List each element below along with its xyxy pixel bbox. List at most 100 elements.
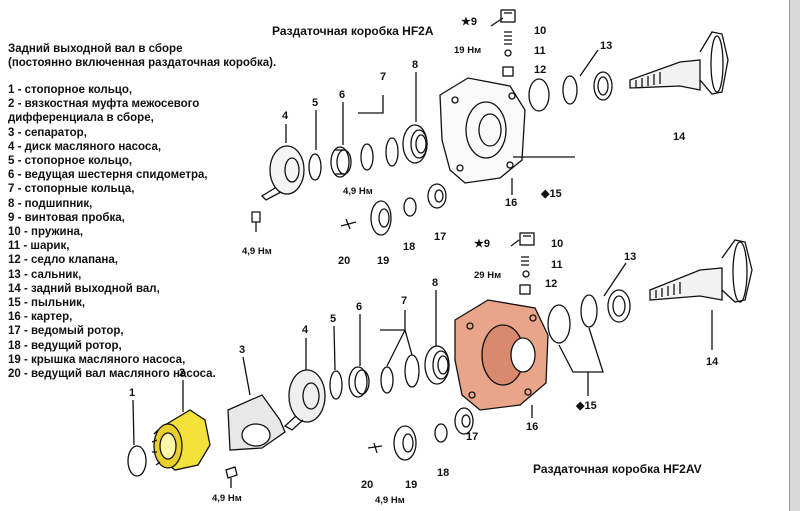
callout-13: 13 (600, 40, 612, 52)
bottom-dust-cover (547, 304, 571, 344)
legend-item: 5 - стопорное кольцо, (8, 155, 133, 168)
callout-10: 10 (534, 25, 546, 37)
callout-9: ★9 (474, 238, 490, 250)
bottom-bearing (424, 345, 450, 385)
callout-11: 11 (551, 259, 563, 271)
callout-5: 5 (330, 313, 336, 325)
callout-7: 7 (401, 295, 407, 307)
bottom-rear-output-shaft (649, 239, 753, 303)
legend-item: 18 - ведущий ротор, (8, 339, 122, 352)
top-ball (504, 49, 512, 57)
callout-9: ★9 (461, 16, 477, 28)
bottom-speedo-gear (348, 366, 370, 398)
callout-16: 16 (526, 421, 538, 433)
parts-legend: 1 - стопорное кольцо, 2 - вязкостная муф… (8, 83, 216, 381)
bottom-circlip (127, 445, 147, 477)
legend-item: 1 - стопорное кольцо, (8, 84, 133, 96)
bottom-pump-shaft (367, 442, 383, 454)
bottom-pump-cover (393, 425, 417, 461)
callout-18: 18 (403, 241, 415, 253)
torque-bolt: 4,9 Нм (212, 493, 242, 504)
top-driven-rotor (427, 183, 447, 209)
legend-item: 4 - диск масляного насоса, (8, 140, 162, 153)
legend-item: 8 - подшипник, (8, 197, 93, 210)
bottom-valve-seat (519, 284, 531, 295)
bottom-drive-rotor (434, 423, 448, 443)
callout-14: 14 (673, 131, 686, 143)
legend-item: 3 - сепаратор, (8, 126, 87, 139)
callout-19: 19 (405, 479, 417, 491)
top-case (439, 77, 526, 184)
top-pump-cover (370, 200, 392, 236)
bottom-snap-ring (404, 354, 420, 388)
legend-item: 10 - пружина, (8, 226, 84, 239)
torque-bolt: 4,9 Нм (242, 246, 272, 257)
callout-10: 10 (551, 238, 563, 250)
torque-9: 29 Нм (474, 270, 501, 281)
heading-line-1: Задний выходной вал в сборе (8, 43, 183, 55)
callout-8: 8 (432, 277, 438, 289)
torque-9: 19 Нм (454, 45, 481, 56)
callout-2: 2 (179, 367, 185, 379)
diagram-heading: Задний выходной вал в сборе (постоянно в… (8, 42, 276, 70)
top-circlip (308, 153, 322, 181)
callout-15: ◆15 (575, 400, 597, 412)
callout-1: 1 (129, 387, 135, 399)
callout-6: 6 (339, 89, 345, 101)
heading-line-2: (постоянно включенная раздаточная коробк… (8, 57, 277, 69)
bottom-bolt (225, 466, 238, 488)
bottom-case (454, 299, 549, 411)
callout-18: 18 (437, 467, 449, 479)
top-bolt (251, 211, 261, 232)
bottom-ball (522, 270, 530, 278)
torque-pump: 4,9 Нм (375, 495, 405, 506)
callout-12: 12 (534, 64, 546, 76)
top-pump-shaft (340, 218, 357, 230)
callout-15: ◆15 (540, 188, 562, 200)
legend-item: 14 - задний выходной вал, (8, 282, 160, 295)
bottom-oil-seal (607, 289, 631, 323)
bottom-circlip (329, 370, 343, 400)
callout-17: 17 (466, 431, 478, 443)
callout-12: 12 (545, 278, 557, 290)
bottom-viscous-coupling (151, 409, 211, 471)
torque-pump: 4,9 Нм (343, 186, 373, 197)
legend-item: 2 - вязкостная муфта межосевого (8, 98, 200, 111)
callout-4: 4 (282, 110, 289, 122)
callout-8: 8 (412, 59, 418, 71)
window-edge (789, 0, 800, 511)
top-bearing (402, 124, 428, 164)
callout-13: 13 (624, 251, 636, 263)
callout-3: 3 (239, 344, 245, 356)
callout-17: 17 (434, 231, 446, 243)
callout-20: 20 (361, 479, 373, 491)
legend-item: 15 - пыльник, (8, 297, 86, 310)
legend-item: 16 - картер, (8, 311, 73, 324)
callout-14: 14 (706, 356, 719, 368)
top-snap-ring (385, 137, 399, 167)
legend-item: дифференциала в сборе, (8, 112, 154, 125)
legend-item: 7 - стопорные кольца, (8, 183, 135, 196)
top-dust-cover (528, 78, 550, 112)
callout-16: 16 (505, 197, 517, 209)
callout-19: 19 (377, 255, 389, 267)
callout-7: 7 (380, 71, 386, 83)
bottom-driven-rotor (454, 407, 474, 435)
bottom-snap-ring (380, 366, 394, 394)
top-oil-pump-disc (260, 145, 305, 201)
top-spring (504, 31, 512, 45)
top-valve-seat (502, 66, 514, 77)
top-rear-output-shaft (629, 31, 729, 95)
bottom-separator (227, 394, 286, 451)
title-hf2av: Раздаточная коробка HF2AV (533, 462, 702, 476)
title-hf2a: Раздаточная коробка HF2A (272, 24, 434, 38)
top-drive-rotor (403, 197, 417, 217)
legend-item: 17 - ведомый ротор, (8, 325, 124, 338)
callout-20: 20 (338, 255, 350, 267)
bottom-oil-pump-disc (283, 369, 326, 431)
top-screw-plug (500, 9, 516, 23)
callout-5: 5 (312, 97, 318, 109)
top-oil-seal (562, 75, 578, 105)
top-snap-ring (360, 143, 374, 171)
